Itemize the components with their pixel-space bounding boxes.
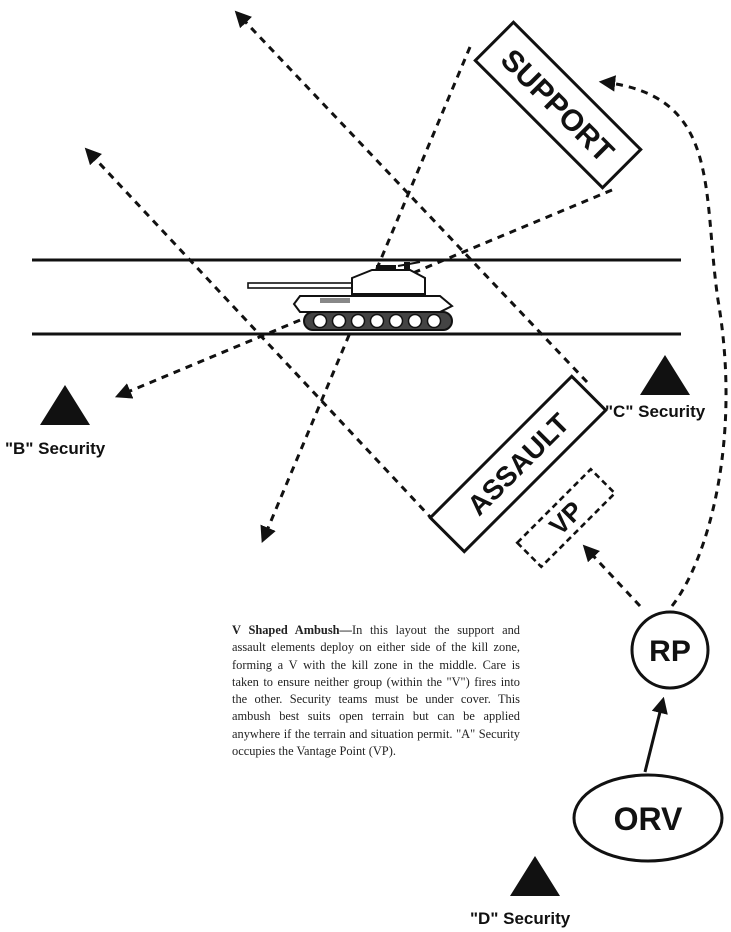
- security-triangle-icon: [40, 385, 90, 425]
- road: [32, 258, 681, 336]
- rp-to-vp-route: [582, 544, 642, 608]
- orv-ellipse: [572, 773, 724, 863]
- caption-separator: —: [339, 623, 352, 637]
- security-b: "B" Security: [5, 385, 106, 458]
- security-d: "D" Security: [470, 856, 571, 928]
- assault-fire-lane-top: [234, 10, 589, 384]
- support-box: [473, 20, 643, 190]
- security-c-label: "C" Security: [605, 402, 706, 421]
- assault-fire-lane-bottom: [84, 147, 435, 522]
- support-fire-lane-left: [260, 46, 472, 544]
- assault-box: [428, 374, 608, 554]
- caption-title: V Shaped Ambush: [232, 623, 340, 637]
- orv-to-rp-route: [643, 696, 668, 773]
- security-d-label: "D" Security: [470, 909, 571, 928]
- security-triangle-icon: [510, 856, 560, 896]
- security-triangle-icon: [640, 355, 690, 395]
- fire-lanes: [84, 10, 728, 608]
- security-c: "C" Security: [605, 355, 706, 421]
- support-element: SUPPORT: [473, 20, 643, 190]
- caption-body: In this layout the support and assault e…: [232, 623, 521, 759]
- vp-box: [515, 467, 617, 569]
- rp-to-support-route: [598, 75, 728, 607]
- security-b-label: "B" Security: [5, 439, 106, 458]
- support-label: SUPPORT: [494, 43, 620, 169]
- rp-label: RP: [649, 635, 691, 668]
- caption-text: V Shaped Ambush—In this layout the suppo…: [232, 622, 520, 760]
- orv-label: ORV: [614, 801, 683, 837]
- orv-point: ORV: [572, 773, 724, 863]
- rp-point: RP: [630, 610, 710, 690]
- support-fire-lane-right: [114, 188, 613, 399]
- rp-circle: [630, 610, 710, 690]
- tank-icon: [247, 261, 454, 331]
